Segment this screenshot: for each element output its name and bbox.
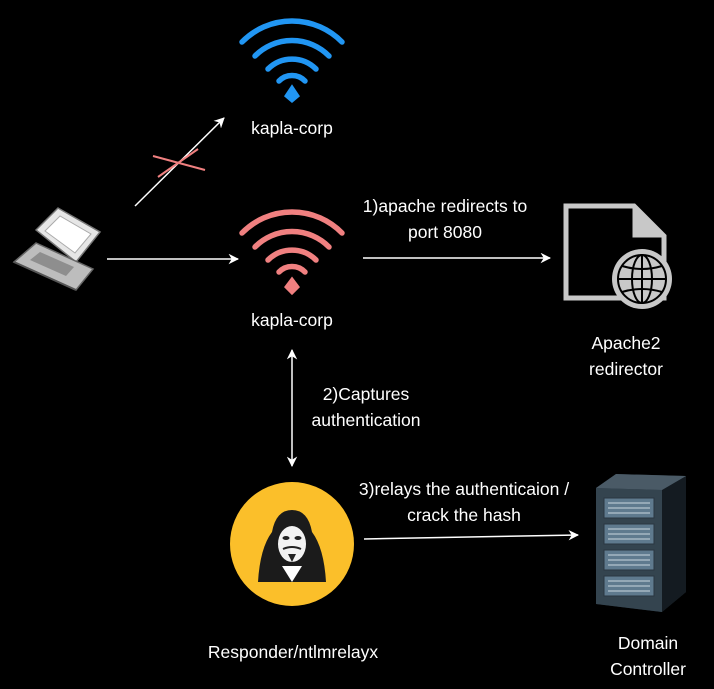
apache-redirect-line1: 1)apache redirects to	[362, 196, 528, 216]
relay-label: 3)relays the authenticaion / crack the h…	[332, 476, 596, 528]
wifi-rogue-icon	[239, 209, 345, 296]
relay-line1: 3)relays the authenticaion /	[358, 479, 570, 499]
apache-document-icon	[563, 203, 672, 309]
apache-redirect-label: 1)apache redirects to port 8080	[334, 193, 556, 245]
legit-ap-label: kapla-corp	[251, 118, 333, 138]
laptop-icon	[12, 207, 102, 291]
capture-line1: 2)Captures	[322, 384, 410, 404]
rogue-ap-label: kapla-corp	[251, 310, 333, 330]
apache-label-line2: redirector	[589, 359, 663, 379]
apache-label-line1: Apache2	[591, 333, 661, 353]
hacker-avatar-icon	[230, 482, 354, 606]
relay-arrow	[363, 529, 580, 541]
capture-label: 2)Captures authentication	[292, 381, 440, 433]
blocked-x-marker	[152, 148, 206, 178]
capture-line2: authentication	[311, 410, 421, 430]
dc-label-line2: Controller	[610, 659, 686, 679]
apache-redirect-line2: port 8080	[408, 222, 482, 242]
relay-line2: crack the hash	[407, 505, 521, 525]
wifi-legit-icon	[239, 18, 345, 103]
apache-node-label: Apache2 redirector	[560, 330, 692, 382]
dc-label: Domain Controller	[584, 630, 712, 682]
server-rack-icon	[596, 474, 686, 612]
dc-label-line1: Domain	[617, 633, 679, 653]
attacker-label: Responder/ntlmrelayx	[207, 642, 379, 662]
